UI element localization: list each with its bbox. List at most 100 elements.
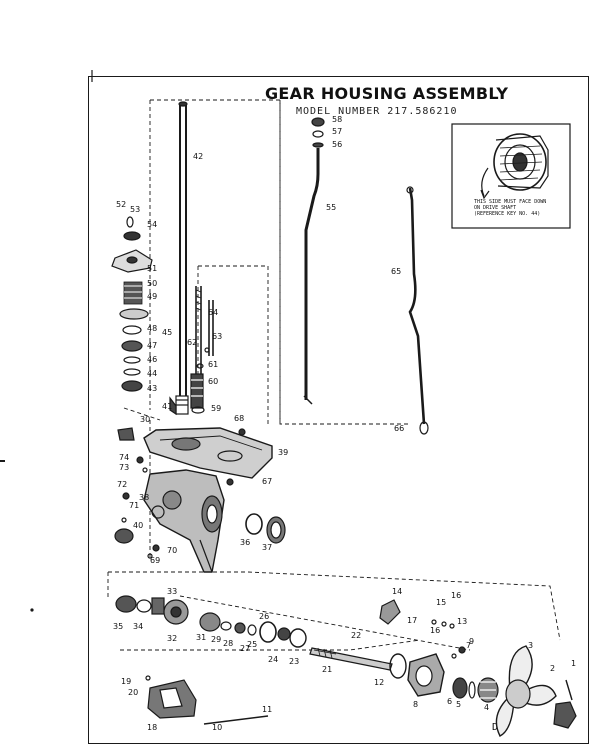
callout-label: 40 <box>133 521 143 530</box>
model-number: MODEL NUMBER 217.586210 <box>296 106 458 117</box>
rod-small-parts <box>190 347 210 414</box>
callout-label: 59 <box>211 404 221 413</box>
shift-rod-56 <box>304 148 320 400</box>
callout-label: 74 <box>119 453 129 462</box>
diagram-title: GEAR HOUSING ASSEMBLY <box>265 84 509 103</box>
callout-label: 23 <box>289 657 299 666</box>
seal-36 <box>245 513 263 535</box>
callout-label: 50 <box>147 279 157 288</box>
callout-label: 17 <box>407 616 417 625</box>
callout-label: 27 <box>240 644 250 653</box>
callout-label: 13 <box>457 617 467 626</box>
gear-housing-cover <box>143 427 273 479</box>
callout-label: 70 <box>167 546 177 555</box>
rod-cap-parts <box>311 117 325 148</box>
callout-label: 48 <box>147 324 157 333</box>
callout-label: 65 <box>391 267 401 276</box>
callout-label: 3 <box>528 641 533 650</box>
callout-label: 14 <box>392 587 402 596</box>
callout-label: 54 <box>147 220 157 229</box>
callout-label: 56 <box>332 140 342 149</box>
callout-label: 34 <box>133 622 143 631</box>
callout-label: 33 <box>167 587 177 596</box>
diagram-frame <box>88 76 589 744</box>
callout-label: 8 <box>413 700 418 709</box>
water-pump-stack <box>111 216 177 416</box>
callout-label: 46 <box>147 355 157 364</box>
callout-label: 16 <box>430 626 440 635</box>
callout-label: 41 <box>162 402 172 411</box>
inset-note-line: THIS SIDE MUST FACE DOWN <box>474 199 547 205</box>
drive-shaft <box>175 101 189 415</box>
callout-label: 5 <box>456 700 461 709</box>
linkage-rod-66 <box>408 187 426 425</box>
callout-label: 63 <box>212 332 222 341</box>
callout-label: 67 <box>262 477 272 486</box>
callout-label: 25 <box>247 640 257 649</box>
callout-label: 51 <box>147 264 157 273</box>
callout-label: 36 <box>240 538 250 547</box>
callout-label: 20 <box>128 688 138 697</box>
callout-label: 24 <box>268 655 278 664</box>
part-74 <box>117 427 135 441</box>
callout-label: 37 <box>262 543 272 552</box>
callout-label: 9 <box>469 637 474 646</box>
callout-label: 31 <box>196 633 206 642</box>
callout-label: 52 <box>116 200 126 209</box>
callout-label: 55 <box>326 203 336 212</box>
rod-65 <box>208 300 214 356</box>
callout-label: 57 <box>332 127 342 136</box>
callout-label: 7 <box>466 641 471 650</box>
callout-label: 2 <box>550 664 555 673</box>
callout-label: 4 <box>484 703 489 712</box>
callout-label: 28 <box>223 639 233 648</box>
assembly-guide-lines <box>107 99 561 651</box>
edge-mark <box>30 608 34 612</box>
callout-label: 47 <box>147 341 157 350</box>
callout-label: 10 <box>212 723 222 732</box>
bearing-inset <box>451 123 571 229</box>
propeller-shaft-parts <box>115 595 577 737</box>
callout-label: 16 <box>451 591 461 600</box>
callout-label: 69 <box>150 556 160 565</box>
callout-label: 42 <box>193 152 203 161</box>
bearing-inset-note: THIS SIDE MUST FACE DOWN ON DRIVE SHAFT … <box>474 199 546 217</box>
callout-label: 35 <box>113 622 123 631</box>
callout-label: 58 <box>332 115 342 124</box>
callout-label: 11 <box>262 705 272 714</box>
callout-label: 21 <box>322 665 332 674</box>
callout-label: 29 <box>211 635 221 644</box>
callout-label: 30 <box>140 415 150 424</box>
callout-label: 53 <box>130 205 140 214</box>
gear-40 <box>114 528 134 544</box>
callout-label: 32 <box>167 634 177 643</box>
callout-label: 19 <box>121 677 131 686</box>
callout-label: 38 <box>139 493 149 502</box>
callout-label: 68 <box>234 414 244 423</box>
callout-label: 43 <box>147 384 157 393</box>
callout-label: 73 <box>119 463 129 472</box>
callout-label: 22 <box>351 631 361 640</box>
callout-label: 18 <box>147 723 157 732</box>
callout-label: 61 <box>208 360 218 369</box>
gear-case <box>143 469 225 573</box>
callout-label: 1 <box>571 659 576 668</box>
callout-label: 64 <box>208 308 218 317</box>
callout-label: 6 <box>447 697 452 706</box>
callout-label: 60 <box>208 377 218 386</box>
inset-note-line: ON DRIVE SHAFT <box>474 205 517 211</box>
callout-label: 49 <box>147 292 157 301</box>
callout-label: 15 <box>436 598 446 607</box>
callout-label: 71 <box>129 501 139 510</box>
callout-label: 44 <box>147 369 157 378</box>
callout-label: 39 <box>278 448 288 457</box>
callout-label: 26 <box>259 612 269 621</box>
callout-label: 62 <box>187 338 197 347</box>
callout-label: 12 <box>374 678 384 687</box>
inset-note-line: (REFERENCE KEY NO. 44) <box>474 211 541 217</box>
skeg-parts <box>145 675 269 725</box>
callout-label: 45 <box>162 328 172 337</box>
callout-labels: 1234567891011121314151616171819202122232… <box>113 115 576 732</box>
